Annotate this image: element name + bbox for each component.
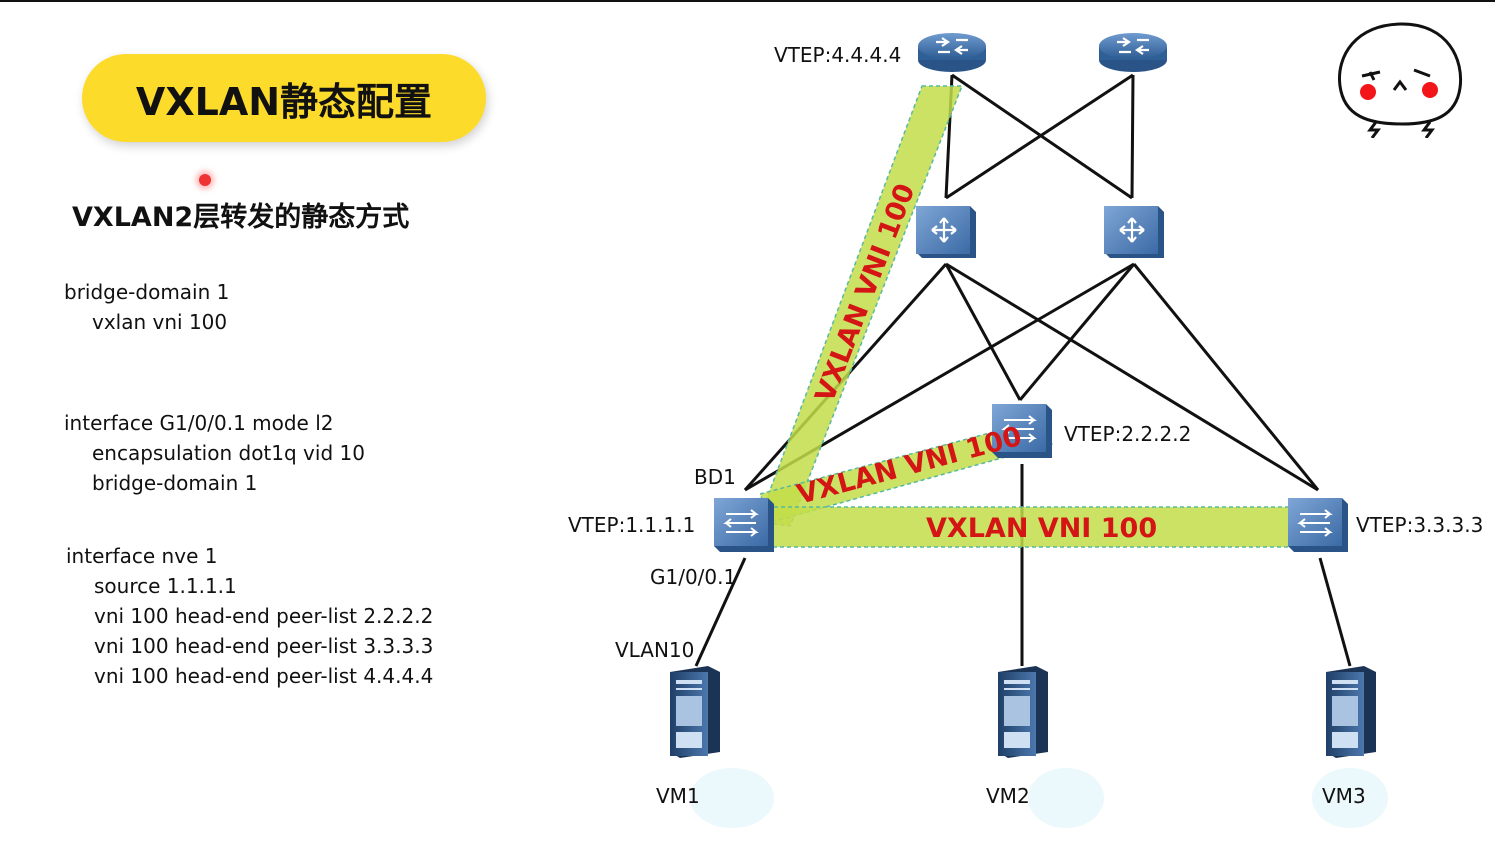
tunnel-label-vertical: VXLAN VNI 100 — [810, 180, 922, 407]
port-label: G1/0/0.1 — [650, 565, 736, 589]
bd1-label: BD1 — [694, 465, 736, 489]
switch-icon — [914, 204, 978, 260]
config-bridge-domain: bridge-domain 1 vxlan vni 100 — [64, 277, 229, 337]
router-icon — [916, 31, 988, 74]
config-line: vni 100 head-end peer-list 4.4.4.4 — [94, 664, 434, 688]
vtep1-label: VTEP:1.1.1.1 — [568, 513, 695, 537]
tunnel-label-diagonal: VXLAN VNI 100 — [794, 421, 1025, 511]
vm1-label: VM1 — [656, 784, 700, 808]
config-interface-nve: interface nve 1 source 1.1.1.1 vni 100 h… — [66, 541, 433, 691]
router-icon — [1097, 31, 1169, 74]
config-line: vni 100 head-end peer-list 3.3.3.3 — [94, 634, 434, 658]
server-icon — [670, 666, 720, 758]
config-line: interface G1/0/0.1 mode l2 — [64, 411, 334, 435]
vm2-label: VM2 — [986, 784, 1030, 808]
config-line: interface nve 1 — [66, 544, 218, 568]
links — [694, 73, 1352, 667]
vm3-label: VM3 — [1322, 784, 1366, 808]
switch-icon — [1102, 204, 1166, 260]
switch-icon — [1287, 497, 1349, 553]
config-line: vni 100 head-end peer-list 2.2.2.2 — [94, 604, 434, 628]
laser-pointer-dot — [199, 174, 211, 186]
title-pill: VXLAN静态配置 — [82, 54, 486, 142]
vtep4-label: VTEP:4.4.4.4 — [774, 43, 901, 67]
config-line: bridge-domain 1 — [64, 280, 230, 304]
config-line: source 1.1.1.1 — [94, 574, 237, 598]
config-interface-sub: interface G1/0/0.1 mode l2 encapsulation… — [64, 408, 365, 498]
server-icon — [1326, 666, 1376, 758]
vtep3-label: VTEP:3.3.3.3 — [1356, 513, 1483, 537]
config-line: vxlan vni 100 — [92, 310, 228, 334]
config-line: bridge-domain 1 — [92, 471, 258, 495]
tunnel-label-horizontal: VXLAN VNI 100 — [926, 513, 1157, 544]
config-line: encapsulation dot1q vid 10 — [92, 441, 365, 465]
vtep2-label: VTEP:2.2.2.2 — [1064, 422, 1191, 446]
vlan-label: VLAN10 — [615, 638, 694, 662]
tunnel-horizontal — [759, 506, 1341, 548]
switch-icon — [713, 497, 775, 553]
server-icon — [998, 666, 1048, 758]
mascot-icon — [1338, 22, 1463, 138]
slide-subtitle: VXLAN2层转发的静态方式 — [72, 202, 410, 233]
slide-title: VXLAN静态配置 — [135, 79, 433, 124]
